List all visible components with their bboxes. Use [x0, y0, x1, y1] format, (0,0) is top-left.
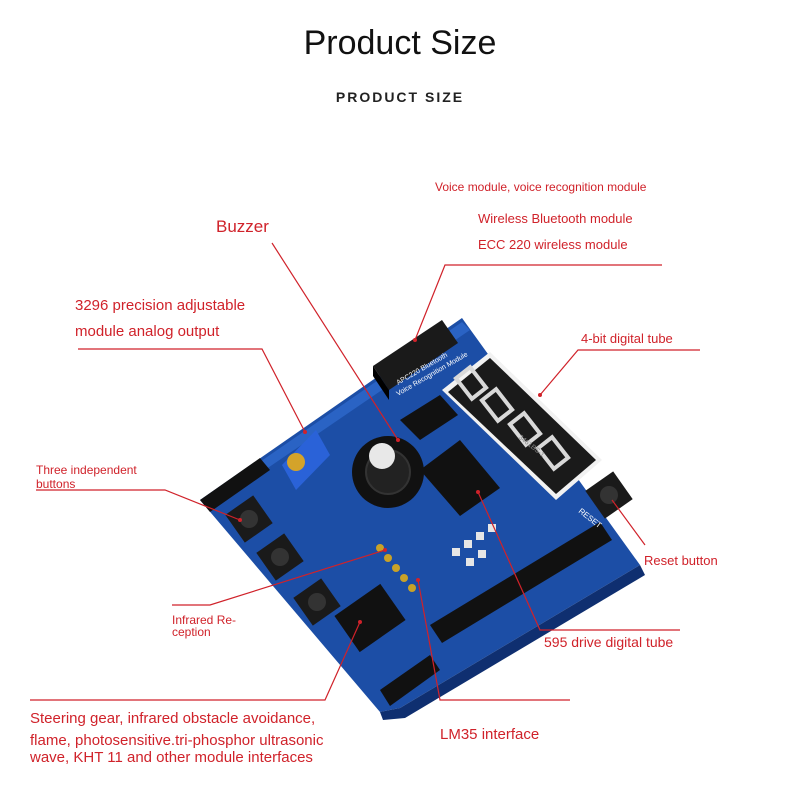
page-subtitle: PRODUCT SIZE — [335, 89, 465, 105]
label-595: 595 drive digital tube — [544, 634, 674, 650]
leader-595 — [477, 491, 680, 631]
label-buzzer: Buzzer — [216, 217, 269, 236]
module-pin-block — [334, 583, 406, 653]
leader-module — [414, 264, 662, 341]
leader-tube — [539, 349, 700, 396]
leader-infrared — [172, 549, 386, 606]
leader-pot — [78, 348, 306, 433]
reset-button — [585, 471, 633, 519]
tactile-buttons — [225, 495, 341, 626]
label-bluetooth: Wireless Bluetooth module — [478, 211, 633, 226]
led-array — [452, 524, 496, 566]
label-pot-line1: 3296 precision adjustable — [75, 297, 246, 314]
female-header — [373, 320, 458, 400]
label-interfaces-line2: flame, photosensitive.tri-phosphor ultra… — [30, 732, 324, 749]
pcb-board-edge — [380, 565, 645, 720]
leader-buzzer — [271, 242, 399, 441]
label-interfaces-line3: wave, KHT 11 and other module interfaces — [30, 749, 313, 766]
leader-reset — [611, 499, 646, 546]
ic-chip-2 — [400, 395, 458, 440]
label-voice-module: Voice module, voice recognition module — [435, 180, 647, 194]
buzzer — [352, 436, 424, 508]
left-header-pins — [200, 458, 270, 512]
label-reset: Reset button — [644, 553, 718, 568]
label-ecc220: ECC 220 wireless module — [478, 237, 628, 252]
potentiometer — [282, 430, 330, 490]
leader-lm35 — [417, 579, 570, 701]
label-pot-line2: module analog output — [75, 323, 220, 340]
leader-buttons — [36, 489, 241, 521]
label-infrared-line2: ception — [172, 625, 211, 639]
page-title: Product Size — [303, 24, 497, 62]
label-interfaces-line1: Steering gear, infrared obstacle avoidan… — [30, 710, 316, 727]
digital-tube — [442, 352, 602, 500]
leader-interfaces — [30, 621, 361, 701]
label-lm35: LM35 interface — [440, 726, 540, 743]
right-header-pins — [380, 522, 612, 706]
label-buttons-line2: buttons — [36, 477, 76, 491]
label-digital-tube: 4-bit digital tube — [581, 331, 673, 346]
infrared-header — [376, 544, 416, 592]
label-buttons-line1: Three independent — [36, 463, 137, 477]
label-infrared-line1: Infrared Re- — [172, 613, 237, 627]
